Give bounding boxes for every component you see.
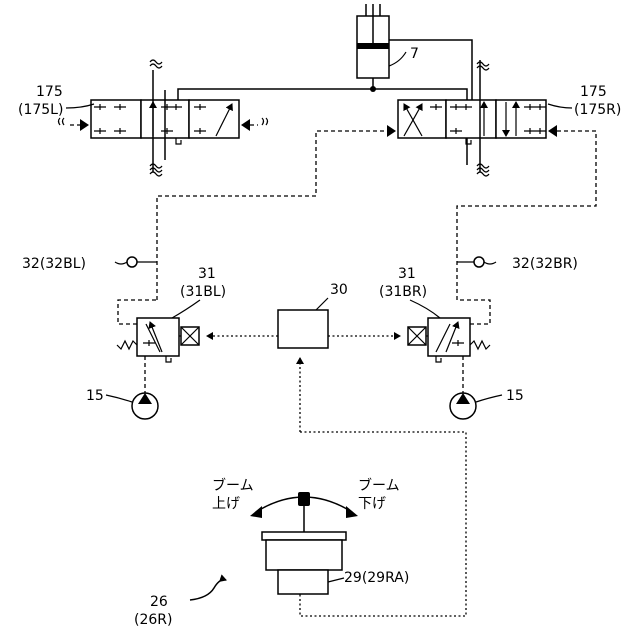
right-prop-valve-sublabel: (31BR) — [379, 284, 427, 300]
right-pump-label: 15 — [506, 388, 524, 404]
right-valve-break-top — [477, 62, 489, 70]
boom-lower-arrowhead — [346, 506, 358, 518]
right-pressure-sensor — [474, 257, 484, 267]
left-pilot-line — [157, 131, 387, 300]
left-sensor-wave — [115, 262, 127, 264]
boom-cylinder — [357, 4, 389, 78]
left-valve-break-top — [150, 60, 162, 68]
main-supply-line — [178, 89, 467, 100]
right-valve-label: 175 — [580, 84, 607, 100]
lever-base — [278, 570, 328, 594]
right-proportional-valve — [408, 300, 490, 362]
boom-raise-label-top: ブーム — [212, 477, 254, 494]
cylinder-leader-line — [389, 52, 406, 66]
lever-plate — [262, 532, 346, 540]
boom-raise-label-bottom: 上げ — [212, 496, 240, 512]
device-leader-line — [190, 580, 226, 600]
left-prop-valve-sublabel: (31BL) — [180, 284, 226, 300]
controller-box — [278, 310, 328, 348]
boom-lower-label-top: ブーム — [358, 477, 400, 494]
device-sublabel: (26R) — [134, 612, 172, 628]
left-prop-leader-line — [172, 300, 200, 318]
right-control-valve — [387, 100, 557, 144]
lever-unit-leader-line — [328, 578, 344, 582]
right-prop-leader-line — [410, 300, 440, 318]
left-prop-valve-label: 31 — [198, 266, 216, 282]
right-pump-leader-line — [476, 395, 502, 402]
right-valve-break-bottom — [477, 164, 489, 176]
cylinder-rod-line — [389, 40, 472, 100]
device-label: 26 — [150, 594, 168, 610]
left-pilot-break — [59, 118, 65, 125]
right-sensor-wave — [484, 262, 496, 264]
controller-label: 30 — [330, 282, 348, 298]
right-valve-sublabel: (175R) — [574, 102, 621, 118]
left-control-valve — [70, 100, 258, 144]
right-valve-leader-line — [548, 104, 572, 108]
left-sensor-label: 32(32BL) — [22, 256, 86, 272]
boom-lower-label-bottom: 下げ — [358, 496, 386, 512]
left-valve-sublabel: (175L) — [18, 102, 63, 118]
lever-knob — [298, 492, 310, 506]
left-pressure-sensor — [127, 257, 137, 267]
left-valve-label: 175 — [36, 84, 63, 100]
lever-body — [266, 540, 342, 570]
boom-raise-arrowhead — [250, 506, 262, 518]
left-pump-label: 15 — [86, 388, 104, 404]
left-valve-leader-line — [66, 104, 94, 108]
controller-leader-line — [316, 298, 328, 310]
left-pilot-break-right — [262, 118, 268, 125]
right-sensor-label: 32(32BR) — [512, 256, 578, 272]
cylinder-label: 7 — [410, 46, 419, 62]
right-prop-valve-label: 31 — [398, 266, 416, 282]
right-pilot-line — [457, 131, 596, 300]
lever-unit-label: 29(29RA) — [344, 570, 409, 586]
left-pump-leader-line — [106, 395, 132, 402]
left-valve-break-bottom — [150, 164, 162, 176]
